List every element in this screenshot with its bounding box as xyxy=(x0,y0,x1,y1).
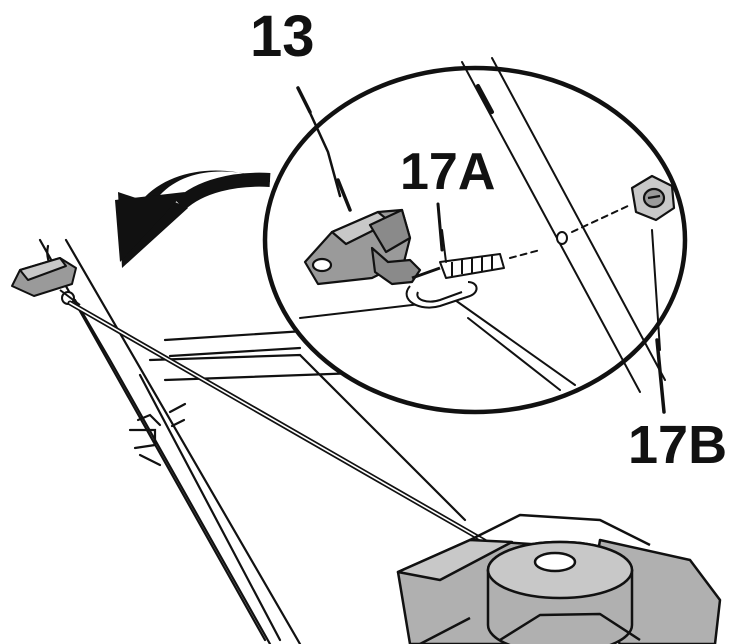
handle-frame xyxy=(38,238,467,644)
engine-icon xyxy=(396,513,722,644)
detail-circle xyxy=(262,65,688,415)
cable-clip-17a xyxy=(405,231,568,309)
bail-grip-icon xyxy=(11,257,81,306)
nut-17b xyxy=(630,174,676,222)
control-cable xyxy=(67,300,503,553)
curved-arrow-left-icon xyxy=(115,170,271,268)
callout-label-17a: 17A xyxy=(400,143,496,201)
leader-lines xyxy=(296,86,666,414)
callout-label-13: 13 xyxy=(250,4,315,69)
callout-label-17b: 17B xyxy=(628,415,728,475)
detail-contents xyxy=(299,57,666,393)
